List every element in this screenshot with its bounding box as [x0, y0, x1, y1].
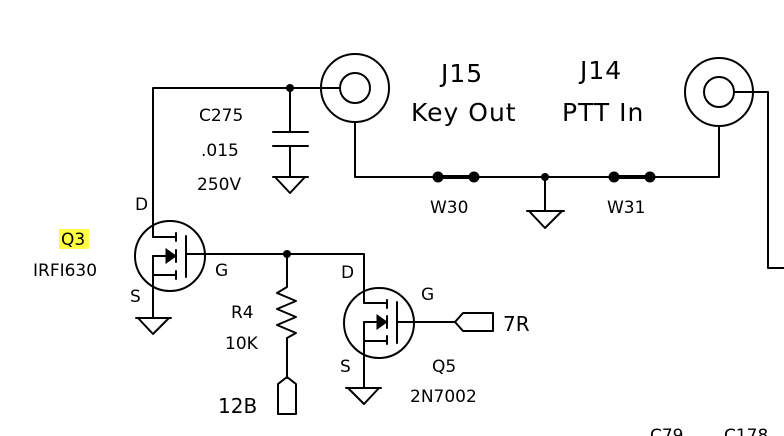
j15-ref-label: J15 — [439, 59, 483, 88]
q5-ref-label: Q5 — [432, 357, 456, 377]
w31-label: W31 — [607, 198, 645, 218]
cutoff-c178-label: C178 — [724, 426, 768, 436]
ground-symbol — [135, 317, 172, 335]
j15-name-label: Key Out — [411, 98, 517, 127]
j14-name-label: PTT In — [562, 98, 644, 127]
c275-ref-label: C275 — [199, 106, 243, 126]
j15-shield-wire — [354, 121, 439, 178]
q3-drain-wire — [152, 87, 341, 223]
net-7r-flag — [454, 312, 494, 332]
q3-part-label: IRFI630 — [33, 261, 97, 281]
q5-mosfet — [343, 287, 456, 389]
net-12b-flag — [277, 376, 297, 415]
c275-capacitor — [272, 87, 309, 194]
ground-symbol — [526, 176, 565, 229]
c275-voltage-label: 250V — [197, 175, 241, 195]
q3-mosfet — [134, 220, 206, 319]
j14-ref-label: J14 — [578, 56, 622, 85]
q3-highlight — [59, 229, 89, 249]
q3-drain-pin-label: D — [135, 195, 148, 215]
q5-drain-pin-label: D — [341, 263, 354, 283]
net-7r-label: 7R — [503, 312, 530, 336]
j14-center-wire — [733, 91, 784, 269]
w30-label: W30 — [430, 198, 468, 218]
j14-shield-wire — [649, 125, 720, 178]
q3-gate-pin-label: G — [215, 261, 228, 281]
net-12b-label: 12B — [218, 394, 257, 418]
q5-part-label: 2N7002 — [410, 387, 477, 407]
r4-resistor — [276, 253, 297, 379]
q5-source-pin-label: S — [340, 357, 351, 377]
r4-value-label: 10K — [225, 334, 259, 354]
w31-jumper — [608, 171, 656, 183]
q5-gate-pin-label: G — [421, 285, 434, 305]
q3-source-pin-label: S — [130, 287, 141, 307]
gate-net-wire — [204, 253, 365, 291]
cutoff-c79-label: C79 — [650, 426, 684, 436]
c275-value-label: .015 — [201, 141, 239, 161]
r4-ref-label: R4 — [231, 303, 254, 323]
q3-ref-label: Q3 — [61, 230, 85, 250]
ground-symbol — [345, 387, 382, 405]
w30-jumper — [432, 171, 480, 183]
